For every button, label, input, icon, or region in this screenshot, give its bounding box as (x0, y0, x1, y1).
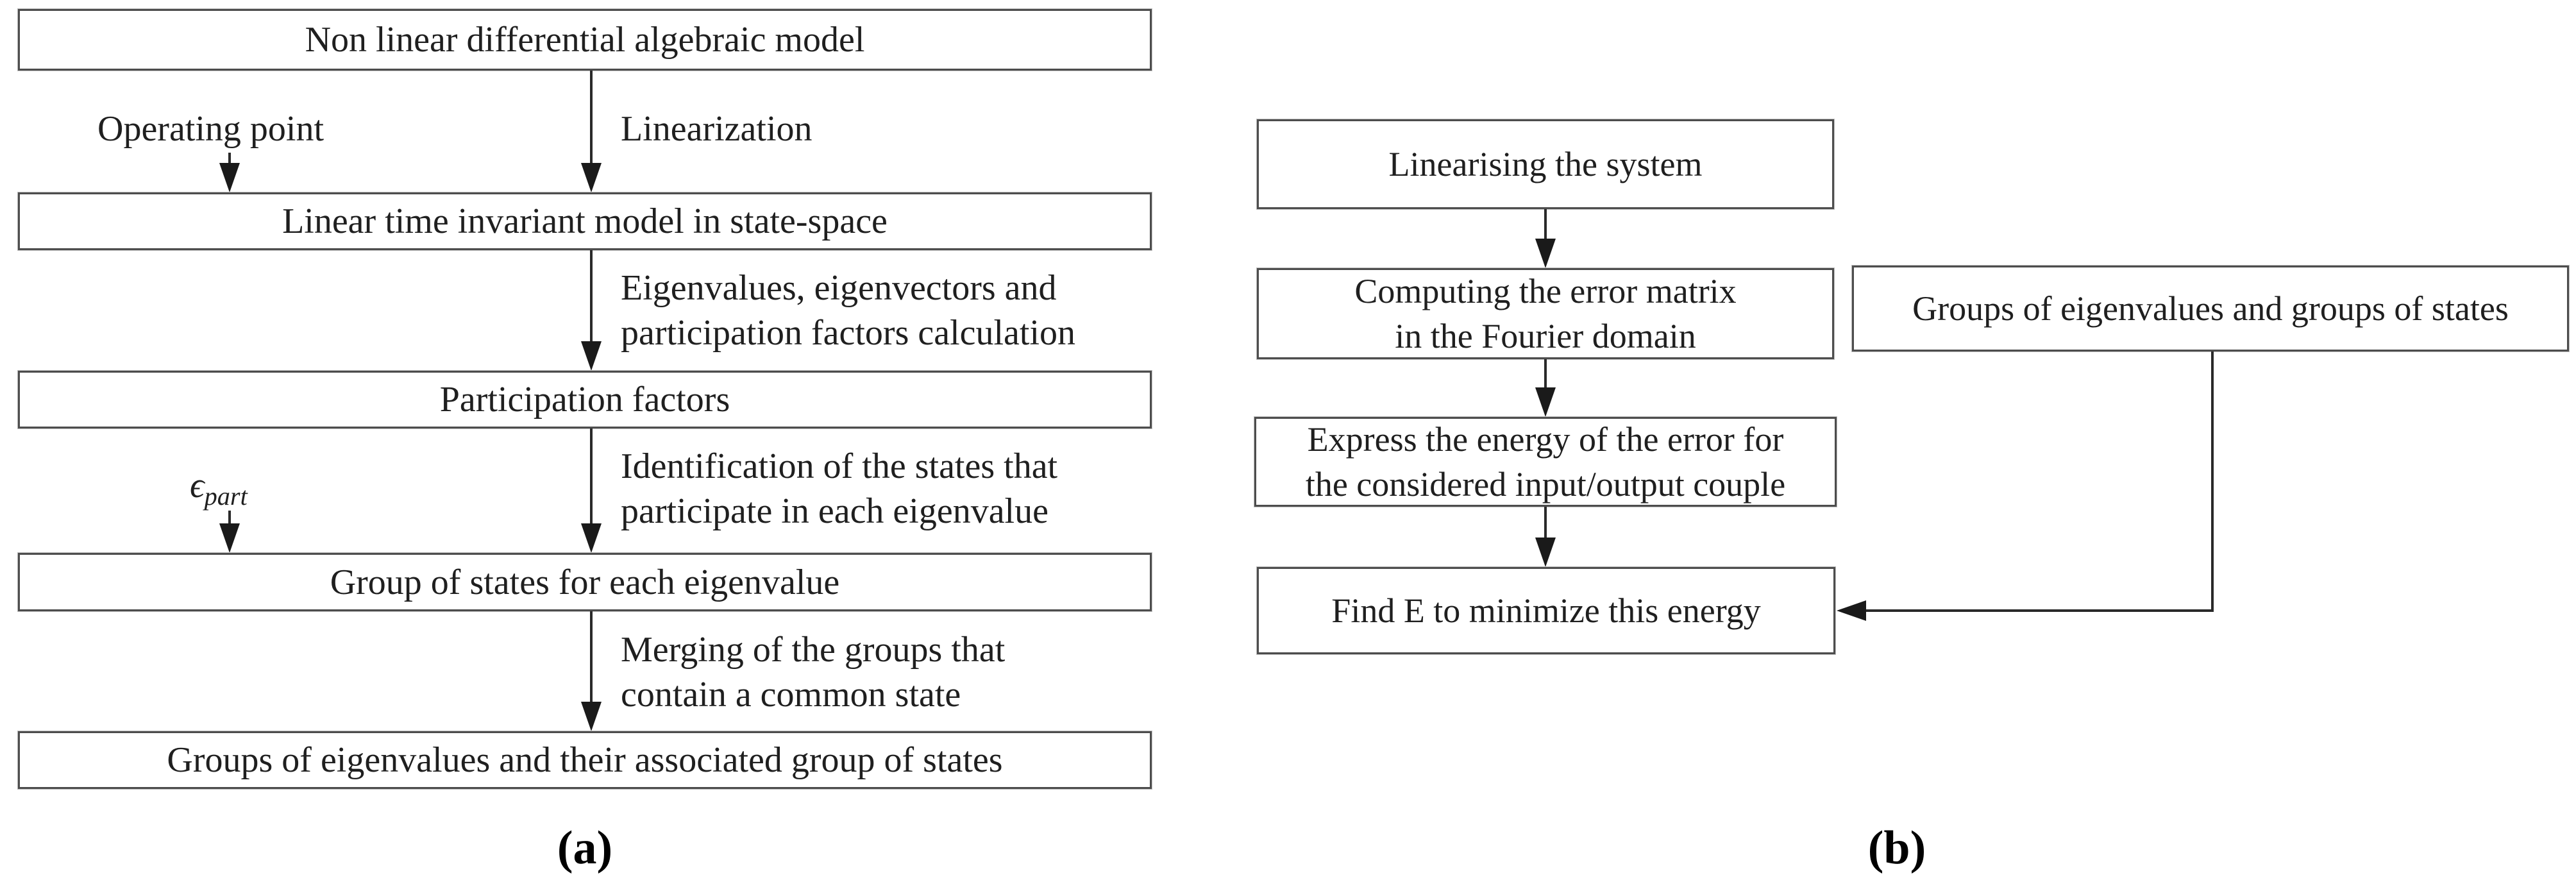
box-groups-associated-label: Groups of eigenvalues and their associat… (167, 740, 1003, 780)
arrow-identification-line (590, 428, 593, 523)
box-linearising-label: Linearising the system (1388, 145, 1703, 183)
box-error-matrix: Computing the error matrix in the Fourie… (1257, 268, 1834, 359)
epsilon-subscript: part (204, 482, 248, 511)
arrow-epsilon-head-icon (219, 523, 240, 553)
arrow-b2-head-icon (1535, 387, 1556, 417)
box-error-matrix-label-line2: in the Fourier domain (1395, 317, 1696, 355)
box-find-e-label: Find E to minimize this energy (1331, 591, 1761, 630)
box-nonlinear-model-label: Non linear differential algebraic model (305, 20, 865, 60)
box-participation-factors: Participation factors (18, 371, 1152, 428)
arrow-b1-head-icon (1535, 239, 1556, 268)
merging-label-line1: Merging of the groups that (621, 630, 1006, 670)
connector-groups-horizontal-line (1866, 609, 2214, 612)
identification-label-line2: participate in each eigenvalue (621, 491, 1048, 531)
arrow-b3-line (1544, 507, 1547, 538)
connector-groups-head-icon (1837, 600, 1866, 621)
box-participation-factors-label: Participation factors (439, 380, 730, 419)
eigen-calc-label-line1: Eigenvalues, eigenvectors and (621, 268, 1057, 308)
box-groups-associated: Groups of eigenvalues and their associat… (18, 731, 1152, 789)
arrow-merging-head-icon (581, 702, 602, 731)
arrow-eigen-calc-head-icon (581, 341, 602, 371)
box-linearising: Linearising the system (1257, 119, 1834, 209)
caption-b: (b) (1867, 822, 1926, 874)
eigen-calc-label-line2: participation factors calculation (621, 313, 1076, 353)
operating-point-label: Operating point (97, 109, 324, 149)
box-find-e: Find E to minimize this energy (1257, 567, 1835, 654)
box-lti-model-label: Linear time invariant model in state-spa… (282, 201, 888, 241)
arrow-b2-line (1544, 359, 1547, 387)
arrow-identification-head-icon (581, 523, 602, 553)
arrow-operating-point-head-icon (219, 163, 240, 192)
box-nonlinear-model: Non linear differential algebraic model (18, 9, 1152, 71)
arrow-epsilon-line (228, 511, 231, 523)
arrow-linearization-line (590, 71, 593, 163)
connector-groups-vertical-line (2211, 351, 2214, 612)
epsilon-symbol: ϵ (190, 466, 205, 505)
epsilon-part-label: ϵpart (190, 463, 248, 519)
box-lti-model: Linear time invariant model in state-spa… (18, 192, 1152, 250)
arrow-linearization-head-icon (581, 163, 602, 192)
box-groups-of-eigenvalues-label: Groups of eigenvalues and groups of stat… (1912, 289, 2509, 328)
box-express-energy: Express the energy of the error for the … (1254, 417, 1837, 507)
arrow-operating-point-line (228, 153, 231, 163)
merging-label-line2: contain a common state (621, 675, 961, 715)
arrow-b1-line (1544, 209, 1547, 239)
caption-a: (a) (557, 822, 613, 874)
box-group-of-states-label: Group of states for each eigenvalue (330, 562, 840, 602)
box-group-of-states: Group of states for each eigenvalue (18, 553, 1152, 611)
arrow-eigen-calc-line (590, 250, 593, 341)
box-error-matrix-label-line1: Computing the error matrix (1354, 272, 1737, 310)
box-express-energy-label-line2: the considered input/output couple (1305, 465, 1786, 504)
arrow-b3-head-icon (1535, 538, 1556, 567)
arrow-merging-line (590, 611, 593, 702)
identification-label-line1: Identification of the states that (621, 446, 1058, 486)
box-express-energy-label-line1: Express the energy of the error for (1307, 420, 1784, 459)
box-groups-of-eigenvalues: Groups of eigenvalues and groups of stat… (1852, 266, 2569, 351)
linearization-label: Linearization (621, 109, 812, 149)
